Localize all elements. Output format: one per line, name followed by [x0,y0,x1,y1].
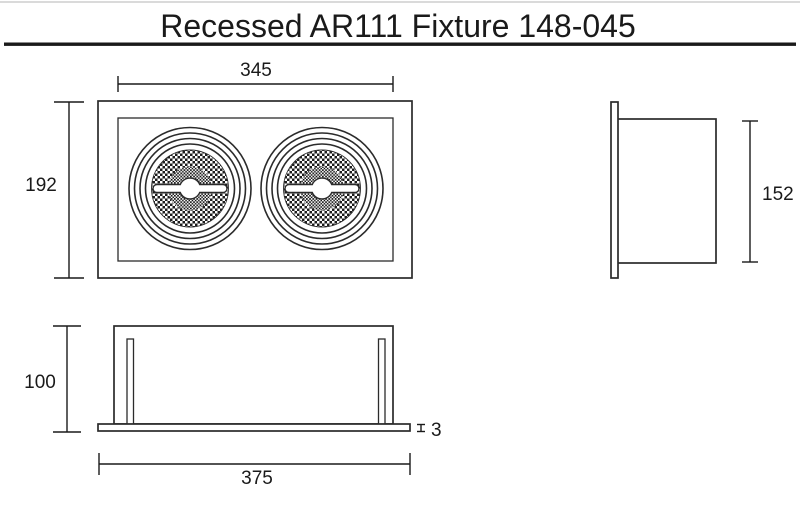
dim-label-front-height: 192 [25,175,57,196]
dim-side-height: 152 [742,120,794,263]
dim-flange-thickness: 3 [417,420,442,441]
page-title: Recessed AR111 Fixture 148-045 [160,8,636,44]
housing-body-profile [616,118,717,264]
mounting-clip-left [126,338,135,425]
dim-front-width: 345 [117,60,394,92]
dim-label-flange-thickness: 3 [431,420,442,441]
title-block: Recessed AR111 Fixture 148-045 [0,1,800,46]
section-view: 100 3 375 [24,325,442,489]
housing-box [113,325,394,425]
title-divider-rule [4,42,796,46]
dim-overall-width: 375 [98,453,411,489]
dim-front-height: 192 [25,101,84,279]
mounting-clip-right [377,338,386,425]
dim-recess-depth: 100 [24,325,81,433]
dim-label-side-height: 152 [762,184,794,205]
dim-label-front-width: 345 [240,60,272,81]
flange-plate [97,423,411,432]
flange-profile [610,101,619,279]
dim-label-overall-width: 375 [241,468,273,489]
dim-label-recess-depth: 100 [24,372,56,393]
front-view: 345 192 [25,60,413,279]
side-view: 152 [610,101,794,279]
